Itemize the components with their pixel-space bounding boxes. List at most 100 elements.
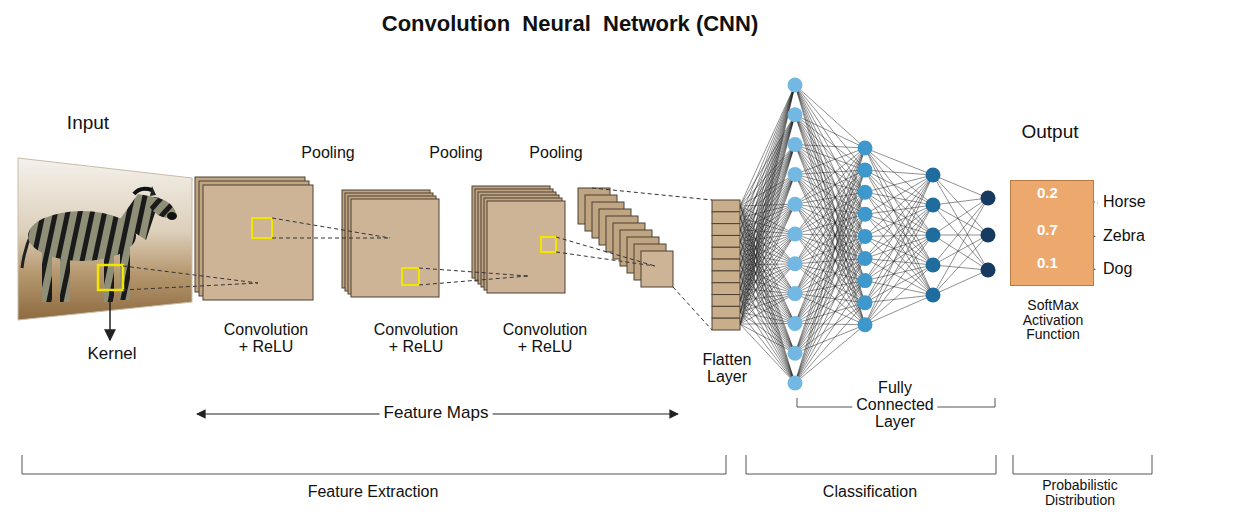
neuron-layer [858, 141, 873, 333]
flatten-cell [712, 318, 740, 330]
neuron [858, 295, 873, 310]
network-link [865, 148, 933, 295]
neuron [926, 288, 941, 303]
network-link [795, 192, 865, 293]
network-link [865, 170, 933, 265]
zebra [22, 186, 179, 302]
section-brackets [22, 398, 1152, 474]
network-link [795, 85, 865, 325]
network-link [740, 115, 795, 312]
network-link [740, 204, 795, 277]
network-link [795, 192, 865, 264]
probability-box: 0.20.70.1 [1010, 180, 1094, 286]
class-name: Zebra [1103, 228, 1145, 245]
network-link [740, 85, 795, 312]
pooling-label: Pooling [301, 145, 354, 162]
neuron [858, 163, 873, 178]
neuron [788, 256, 803, 271]
network-link [740, 300, 795, 353]
network-link [865, 175, 933, 236]
input-image [18, 158, 192, 340]
network-link [795, 236, 865, 383]
section-label: Feature Extraction [308, 484, 439, 501]
neuron [858, 251, 873, 266]
network-link [740, 115, 795, 289]
neuron [926, 228, 941, 243]
network-link [933, 198, 988, 205]
network [712, 78, 996, 391]
feature-map [487, 201, 565, 293]
network-link [933, 270, 988, 295]
network-link [795, 303, 865, 383]
neuron [788, 286, 803, 301]
projection-line [556, 252, 655, 266]
network-link [740, 289, 795, 383]
neuron [858, 229, 873, 244]
network-link [795, 148, 865, 323]
network-link [933, 205, 988, 270]
network-link [933, 175, 988, 270]
network-link [865, 214, 933, 295]
neuron [788, 137, 803, 152]
network-link [933, 265, 988, 270]
flatten-cell [712, 295, 740, 307]
network-link [740, 115, 795, 324]
network-link [740, 145, 795, 277]
network-link [795, 115, 865, 237]
flatten-label: Flatten Layer [703, 352, 752, 386]
conv-label: Convolution + ReLU [224, 322, 309, 356]
section-label: Probabilistic Distribution [1042, 478, 1117, 507]
pooling-label: Pooling [429, 145, 482, 162]
fc-label: Fully Connected Layer [852, 380, 937, 430]
flatten-cell [712, 247, 740, 259]
network-link [795, 214, 865, 323]
neuron [788, 78, 803, 93]
network-link [795, 214, 865, 353]
network-link [740, 300, 795, 383]
network-link [865, 148, 933, 265]
network-link [740, 234, 795, 277]
network-link [795, 234, 865, 325]
network-link [865, 175, 933, 325]
kernel-window [541, 237, 556, 252]
neuron [788, 316, 803, 331]
projection-line [419, 276, 528, 285]
network-link [795, 192, 865, 323]
network-link [740, 174, 795, 288]
network-link [865, 235, 933, 303]
network-link [740, 264, 795, 277]
feature-map-stack [578, 188, 673, 287]
network-link [740, 324, 795, 353]
probability-value: 0.1 [1037, 254, 1058, 271]
network-link [740, 204, 795, 324]
network-link [795, 170, 865, 353]
network-link [795, 148, 865, 204]
pooling-label: Pooling [529, 145, 582, 162]
network-link [795, 115, 865, 259]
network-link [740, 234, 795, 289]
projection-line [556, 237, 655, 266]
network-link [795, 192, 865, 383]
feature-maps-label: Feature Maps [380, 404, 493, 422]
network-link [795, 85, 865, 170]
network-link [865, 265, 933, 325]
network-link [865, 148, 933, 205]
network-link [740, 115, 795, 253]
neuron [788, 346, 803, 361]
network-link [795, 259, 865, 354]
network-link [795, 325, 865, 383]
flatten-cell [712, 271, 740, 283]
network-link [740, 234, 795, 324]
neuron [926, 198, 941, 213]
output-label: Output [1021, 122, 1078, 142]
projection-line [419, 268, 528, 276]
neuron [788, 197, 803, 212]
network-link [740, 145, 795, 324]
flatten-cell [712, 259, 740, 271]
network-link [795, 115, 865, 303]
probability-value: 0.7 [1037, 221, 1058, 238]
projection-line [272, 218, 390, 238]
conv-label: Convolution + ReLU [374, 322, 459, 356]
softmax-label: SoftMax Activation Function [1023, 298, 1084, 342]
